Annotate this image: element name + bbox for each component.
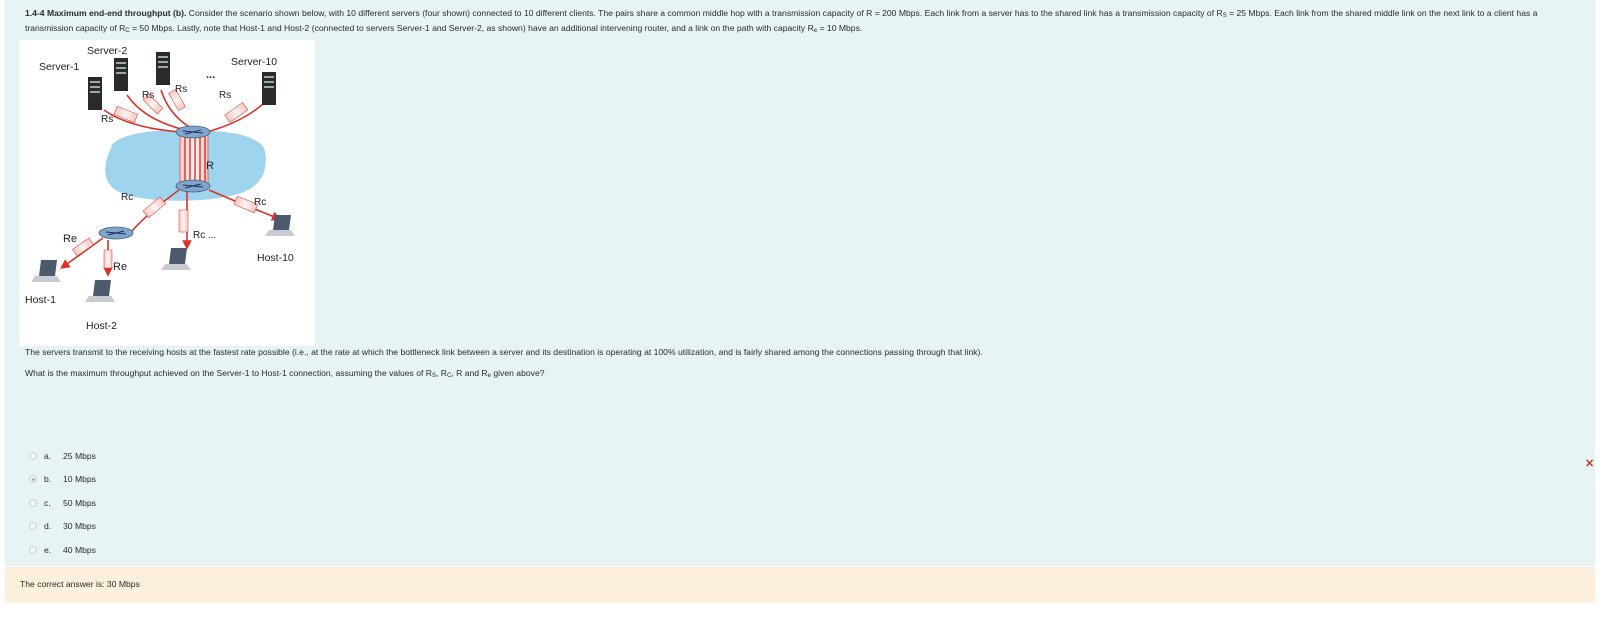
radio-option-a[interactable] [29,451,37,460]
option-c-letter: c. [44,497,51,508]
host3-laptop-icon [161,248,191,270]
question-text-part4: = 10 Mbps. [817,22,863,33]
label-rc1: Rc [121,192,133,203]
question-text-part3: = 50 Mbps. Lastly, note that Host-1 and … [129,22,814,33]
link-server1 [103,109,182,133]
question-text-part1: Consider the scenario shown below, with … [188,8,1223,18]
label-rs3: Rs [175,84,187,95]
label-re2: Re [113,261,127,273]
option-c-text: 50 Mbps [63,497,96,508]
option-a-letter: a. [44,450,52,461]
rc-subscript: C [125,27,130,34]
radio-option-d[interactable] [29,522,37,531]
correct-answer-feedback: The correct answer is: 30 Mbps [20,579,140,589]
radio-option-e[interactable] [29,545,37,554]
option-e-text: 40 Mbps [63,544,96,555]
server3-icon [156,52,170,85]
question-text-part2: = 25 Mbps. Each link from the shared mid… [25,8,1538,33]
option-d[interactable]: d. 30 Mbps [29,515,96,539]
label-host10: Host-10 [257,252,294,264]
server10-icon [262,72,276,105]
question-panel: 1.4-4 Maximum end-end throughput (b). Co… [5,0,1595,566]
label-rs2: Rs [142,90,154,101]
label-dots-top: ... [206,69,215,81]
re-subscript: e [813,27,818,34]
question-text: 1.4-4 Maximum end-end throughput (b). Co… [25,6,1580,35]
option-e-letter: e. [44,544,52,555]
question-paragraph-2: What is the maximum throughput achieved … [25,368,545,379]
option-b[interactable]: b. 10 Mbps [29,468,96,492]
feedback-panel: The correct answer is: 30 Mbps [5,567,1595,603]
question-paragraph-1: The servers transmit to the receiving ho… [25,347,983,357]
link-to-host1 [60,237,104,269]
radio-option-b[interactable] [29,475,37,484]
label-rs4: Rs [219,90,231,101]
server2-icon [114,58,128,91]
option-a[interactable]: a. 25 Mbps [29,444,96,468]
label-re1: Re [63,233,77,245]
host2-laptop-icon [85,280,115,302]
label-rs1: Rs [101,114,113,125]
option-c[interactable]: c. 50 Mbps [29,491,96,515]
label-host1: Host-1 [25,294,56,306]
incorrect-icon: ✕ [1585,458,1595,470]
label-rc2: Rc [254,197,266,208]
radio-option-c[interactable] [29,498,37,507]
label-server1: Server-1 [39,61,79,73]
network-diagram: Server-1 Server-2 Server-10 ... Rs Rs Rs… [19,40,315,346]
link-server2 [126,94,186,131]
option-a-text: 25 Mbps [63,450,96,461]
server1-icon [88,77,102,110]
label-r: R [206,160,214,172]
network-diagram-svg: Server-1 Server-2 Server-10 ... Rs Rs Rs… [25,45,295,332]
option-d-letter: d. [44,521,52,532]
link-server3 [160,89,192,129]
label-server2: Server-2 [87,45,127,57]
question-title: 1.4-4 Maximum end-end throughput (b). [25,8,187,18]
option-b-letter: b. [44,474,52,485]
central-link [179,134,209,188]
host1-laptop-icon [31,260,61,282]
option-b-text: 10 Mbps [63,474,96,485]
option-e[interactable]: e. 40 Mbps [29,538,96,562]
label-host2: Host-2 [86,320,117,332]
host10-laptop-icon [265,215,295,236]
answer-options: a. 25 Mbps b. 10 Mbps c. 50 Mbps d. 30 M… [29,444,96,562]
label-server10: Server-10 [231,56,277,68]
label-rc3: Rc ... [193,230,216,241]
rs-subscript: S [1222,13,1227,19]
option-d-text: 30 Mbps [63,521,96,532]
